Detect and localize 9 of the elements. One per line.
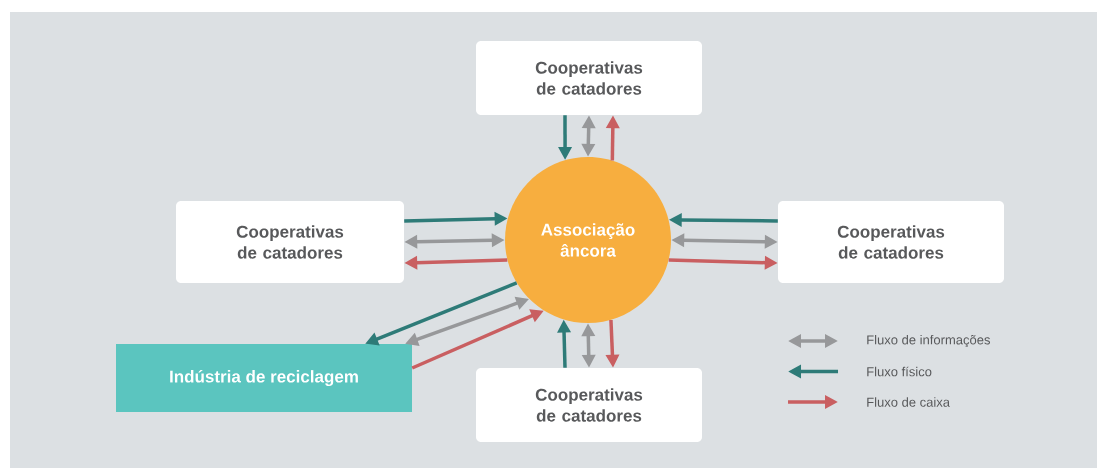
process-box: Cooperativas de catadores: [476, 41, 702, 115]
legend-label: Fluxo de informações: [867, 334, 990, 348]
process-box: Cooperativas de catadores: [476, 368, 702, 442]
circle-node: Associação âncora: [505, 157, 671, 323]
legend-label: Fluxo físico: [867, 366, 932, 377]
process-box: Cooperativas de catadores: [778, 201, 1004, 283]
process-box: Indústria de reciclagem: [116, 344, 412, 412]
legend-label: Fluxo de caixa: [867, 397, 950, 407]
process-box: Cooperativas de catadores: [176, 201, 404, 283]
